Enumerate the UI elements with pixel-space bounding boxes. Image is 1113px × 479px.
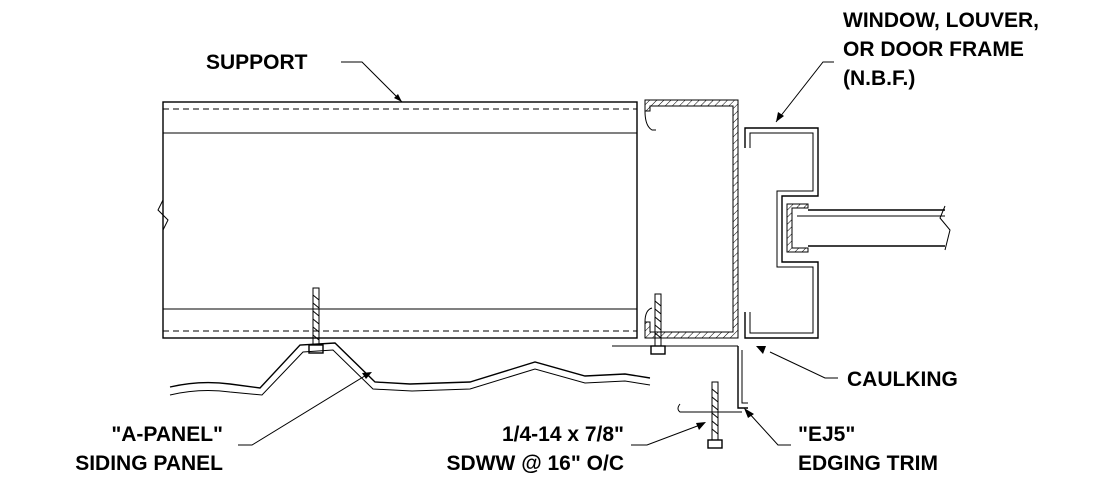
frame-label-line3: (N.B.F.) (843, 67, 915, 90)
frame-label-line2: OR DOOR FRAME (843, 38, 1024, 61)
jamb-channel (644, 99, 739, 339)
support-member (157, 101, 638, 339)
screw-left (308, 287, 324, 354)
screw-trim (707, 381, 723, 449)
siding-panel (169, 342, 651, 396)
screw-label-line2: SDWW @ 16" O/C (447, 452, 624, 475)
edging-trim (612, 345, 748, 413)
frame-label-line1: WINDOW, LOUVER, (843, 9, 1039, 32)
panel-label-line2: SIDING PANEL (75, 452, 223, 475)
support-label: SUPPORT (206, 51, 308, 74)
leader-lines (238, 61, 838, 446)
caulking-label: CAULKING (847, 368, 958, 391)
trim-label-line1: "EJ5" (798, 423, 855, 446)
screw-label-line1: 1/4-14 x 7/8" (502, 423, 624, 446)
frame-member (744, 127, 951, 339)
trim-label-line2: EDGING TRIM (798, 452, 938, 475)
screw-jamb (650, 293, 666, 355)
panel-label-line1: "A-PANEL" (111, 423, 223, 446)
